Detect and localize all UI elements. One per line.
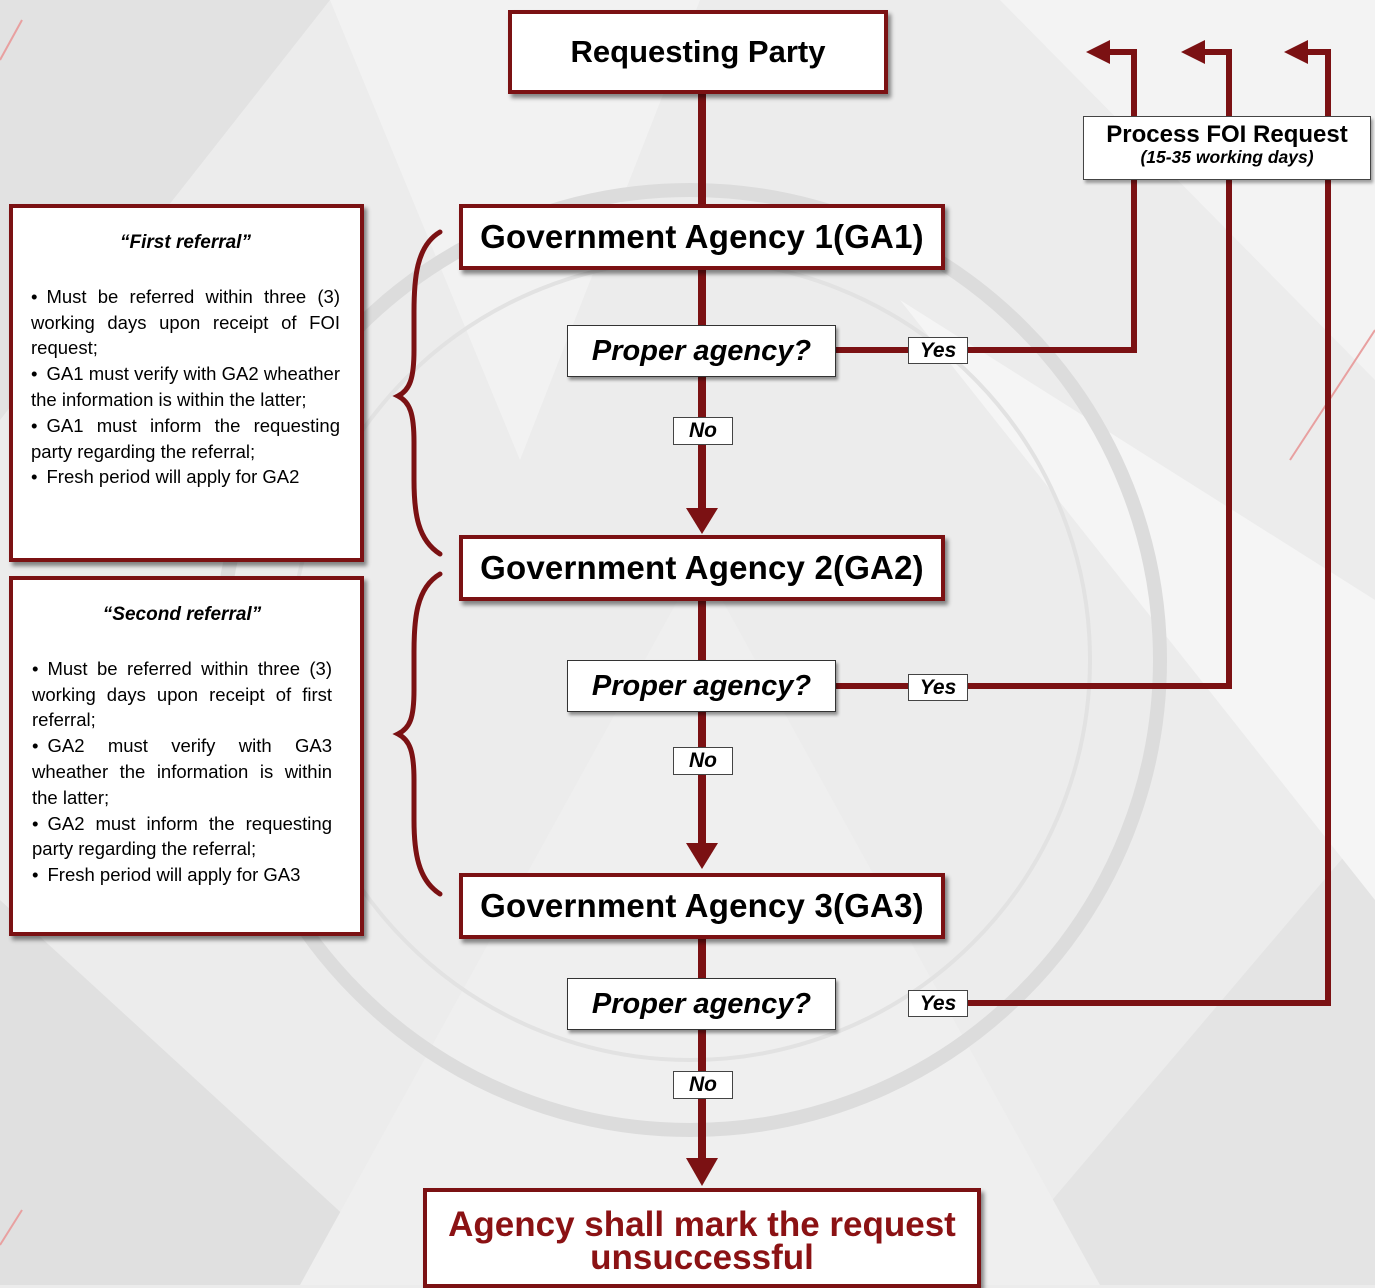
decision-ga2: Proper agency?	[567, 660, 836, 712]
agency-box-ga2: Government Agency 2(GA2)	[459, 535, 945, 601]
final-line-1: Agency shall mark the request	[448, 1205, 956, 1244]
final-line-2: unsuccessful	[590, 1238, 814, 1277]
yes-path-ga1	[834, 49, 1137, 353]
note-list-first-referral: •Must be referred within three (3) worki…	[31, 284, 340, 490]
list-item: •GA2 must inform the requesting party re…	[32, 812, 332, 860]
agency-box-ga3: Government Agency 3(GA3)	[459, 873, 945, 939]
process-title: Process FOI Request	[1106, 121, 1348, 148]
yes-path-ga3	[966, 49, 1331, 1006]
brace-first-referral	[392, 229, 443, 557]
decision-label-ga2: Proper agency?	[591, 669, 812, 702]
arrowhead-to-final	[686, 1158, 718, 1186]
agency-box-ga1: Government Agency 1(GA1)	[459, 204, 945, 270]
list-item: •Fresh period will apply for GA3	[32, 864, 301, 886]
agency-label-ga1: Government Agency 1(GA1)	[480, 218, 924, 255]
yes-label-ga2: Yes	[908, 674, 968, 701]
arrowhead-to-ga2	[686, 508, 718, 534]
note-title-second-referral: “Second referral”	[102, 604, 262, 625]
requesting-party-box: Requesting Party	[508, 10, 888, 94]
no-label-ga1: No	[673, 417, 733, 445]
arrowhead-to-ga3	[686, 843, 718, 869]
brace-second-referral	[392, 571, 443, 897]
note-list-second-referral: •Must be referred within three (3) worki…	[32, 656, 332, 888]
list-item: •Must be referred within three (3) worki…	[32, 657, 332, 731]
note-second-referral: “Second referral” •Must be referred with…	[9, 576, 364, 936]
yes-path-ga2	[834, 49, 1232, 689]
yes-label-ga1: Yes	[908, 337, 968, 364]
list-item: •GA2 must verify with GA3 wheather the i…	[32, 735, 332, 808]
decision-ga3: Proper agency?	[567, 978, 836, 1030]
decision-ga1: Proper agency?	[567, 325, 836, 377]
final-unsuccessful-box: Agency shall mark the request unsuccessf…	[423, 1188, 981, 1288]
decision-label-ga3: Proper agency?	[591, 987, 812, 1020]
agency-label-ga3: Government Agency 3(GA3)	[480, 887, 924, 924]
list-item: •GA1 must verify with GA2 wheather the i…	[31, 363, 340, 410]
list-item: •Fresh period will apply for GA2	[31, 466, 300, 488]
arrowhead-process-2	[1181, 40, 1205, 64]
arrowhead-process-3	[1284, 40, 1308, 64]
no-label-ga2: No	[673, 747, 733, 775]
no-label-ga3: No	[673, 1071, 733, 1099]
note-title-first-referral: “First referral”	[120, 232, 251, 253]
requesting-party-label: Requesting Party	[570, 34, 826, 69]
decision-label-ga1: Proper agency?	[591, 334, 812, 367]
list-item: •GA1 must inform the requesting party re…	[31, 414, 340, 462]
arrowhead-process-1	[1086, 40, 1110, 64]
yes-label-ga3: Yes	[908, 990, 968, 1017]
process-foi-request-box: Process FOI Request (15-35 working days)	[1083, 116, 1371, 180]
list-item: •Must be referred within three (3) worki…	[31, 285, 340, 359]
note-first-referral: “First referral” •Must be referred withi…	[9, 204, 364, 562]
agency-label-ga2: Government Agency 2(GA2)	[480, 549, 924, 586]
process-subtitle: (15-35 working days)	[1140, 147, 1314, 167]
